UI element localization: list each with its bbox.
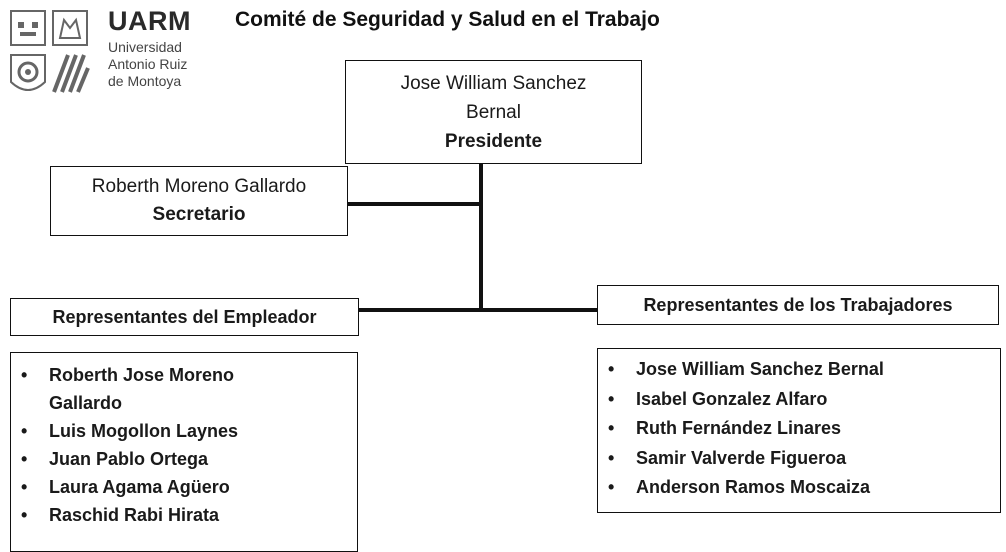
employer-member: Raschid Rabi Hirata [11, 501, 357, 529]
worker-member: Ruth Fernández Linares [598, 414, 1000, 444]
worker-member: Isabel Gonzalez Alfaro [598, 385, 1000, 415]
logo-subtitle-line: Antonio Ruiz [108, 56, 188, 72]
worker-member: Samir Valverde Figueroa [598, 444, 1000, 474]
logo-subtitle-line: de Montoya [108, 73, 182, 89]
connector-vertical [479, 163, 483, 311]
worker-member: Anderson Ramos Moscaiza [598, 473, 1000, 503]
workers-heading-box: Representantes de los Trabajadores [597, 285, 999, 325]
president-name-line2: Bernal [466, 101, 521, 123]
employer-members-box: Roberth Jose Moreno Gallardo Luis Mogoll… [10, 352, 358, 552]
university-logo-icon [10, 10, 90, 93]
connector-secretary [347, 202, 481, 206]
secretary-role: Secretario [152, 204, 246, 225]
secretary-box: Roberth Moreno Gallardo Secretario [50, 166, 348, 236]
connector-representatives [358, 308, 598, 312]
workers-heading: Representantes de los Trabajadores [643, 294, 953, 315]
worker-member: Jose William Sanchez Bernal [598, 355, 1000, 385]
workers-members-list: Jose William Sanchez Bernal Isabel Gonza… [598, 355, 1000, 503]
logo-name: UARM [108, 6, 191, 36]
employer-member: Luis Mogollon Laynes [11, 417, 357, 445]
workers-members-box: Jose William Sanchez Bernal Isabel Gonza… [597, 348, 1001, 513]
employer-heading-box: Representantes del Empleador [10, 298, 359, 336]
employer-member-name: Gallardo [49, 393, 123, 413]
president-role: Presidente [444, 130, 543, 152]
university-logo-text: UARM Universidad Antonio Ruiz de Montoya [108, 6, 191, 90]
secretary-name: Roberth Moreno Gallardo [91, 176, 307, 197]
president-name-line1: Jose William Sanchez [400, 72, 587, 94]
employer-member: Roberth Jose Moreno Gallardo [11, 361, 357, 417]
employer-heading: Representantes del Empleador [52, 306, 317, 327]
employer-member-name: Roberth Jose Moreno [49, 365, 235, 385]
president-box: Jose William Sanchez Bernal Presidente [345, 60, 642, 164]
page-title: Comité de Seguridad y Salud en el Trabaj… [235, 8, 660, 31]
logo-subtitle: Universidad Antonio Ruiz de Montoya [108, 39, 191, 90]
employer-member: Laura Agama Agüero [11, 473, 357, 501]
logo-subtitle-line: Universidad [108, 39, 182, 55]
employer-members-list: Roberth Jose Moreno Gallardo Luis Mogoll… [11, 361, 357, 529]
employer-member: Juan Pablo Ortega [11, 445, 357, 473]
